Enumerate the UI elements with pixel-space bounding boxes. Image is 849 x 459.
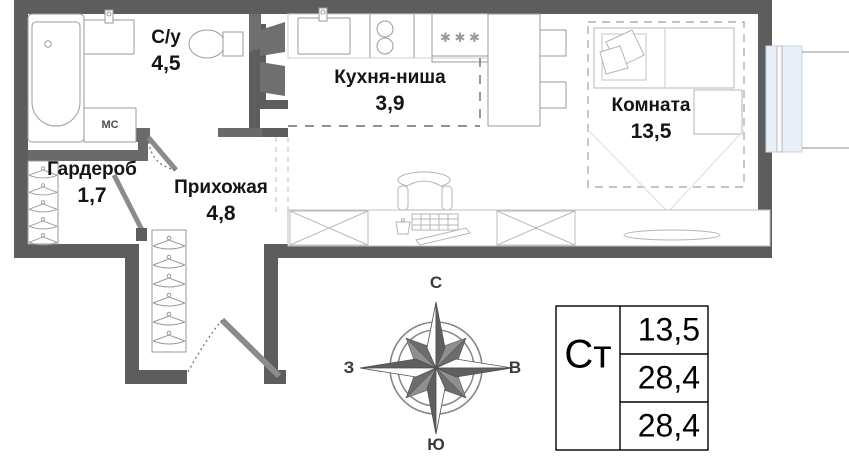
kitchen-zone-boundary (288, 58, 481, 127)
washing-machine-box (83, 107, 137, 143)
lower-counter-run (287, 209, 771, 247)
svg-text:✱ ✱ ✱: ✱ ✱ ✱ (440, 30, 480, 45)
tv-unit (623, 229, 721, 241)
room-area-room: 13,5 (630, 119, 672, 143)
walls (14, 0, 772, 384)
cabinet-x-right (496, 210, 576, 246)
room-label-bathroom: С/у 4,5 (151, 28, 181, 75)
bed (593, 27, 735, 89)
hall-zone-boundary (275, 137, 289, 212)
info-table-label: Ст (564, 332, 612, 377)
room-area-hallway: 4,8 (206, 201, 236, 225)
bathtub (27, 13, 85, 143)
hall-wall-pieces (136, 128, 262, 142)
room-name-kitchen: Кухня-ниша (334, 67, 446, 88)
info-table-frame (555, 305, 709, 451)
pen-tray (415, 227, 471, 246)
door-bathroom (146, 135, 178, 172)
room-label-hallway: Прихожая 4,8 (174, 178, 268, 225)
compass-rose (359, 301, 513, 435)
refrigerator: ✱ ✱ ✱ (431, 13, 489, 63)
compass-label-east: В (508, 358, 522, 377)
window-glazing (765, 45, 849, 153)
room-area-kitchen: 3,9 (375, 91, 405, 115)
room-label-room: Комната 13,5 (612, 96, 691, 143)
room-zone-boundary (587, 21, 745, 188)
wardrobe-hanger-rack (27, 160, 59, 246)
room-area-wardrobe: 1,7 (77, 183, 107, 207)
kitchen-stove (369, 13, 415, 59)
compass-label-north: С (429, 273, 443, 292)
info-table-value-0: 13,5 (637, 311, 700, 348)
room-label-kitchen: Кухня-ниша 3,9 (334, 68, 445, 115)
room-area-bathroom: 4,5 (151, 51, 181, 75)
interior-walls (28, 128, 148, 161)
bathroom-sink (83, 9, 135, 55)
room-name-bathroom: С/у (151, 27, 181, 48)
info-table-value-1: 28,4 (637, 359, 700, 396)
room-name-hallway: Прихожая (174, 177, 268, 198)
tall-cabinet (487, 13, 567, 127)
toilet (188, 29, 244, 59)
washing-machine-label: МС (101, 119, 119, 131)
door-wardrobe (111, 173, 147, 241)
room-name-room: Комната (611, 95, 691, 116)
cabinet-x-left (289, 210, 369, 246)
info-table-value-2: 28,4 (637, 407, 700, 444)
compass-label-south: Ю (427, 435, 445, 454)
room-label-wardrobe: Гардероб 1,7 (47, 160, 137, 207)
kitchen-sink (297, 7, 351, 55)
nightstand (693, 89, 743, 135)
hall-hanger-rack (151, 229, 187, 353)
keyboard (411, 213, 459, 231)
compass-label-west: З (343, 358, 355, 377)
bathroom-walls (225, 0, 288, 137)
desk-chair (397, 171, 453, 211)
room-name-wardrobe: Гардероб (47, 159, 137, 180)
door-entry (186, 317, 282, 379)
cup (395, 218, 411, 235)
